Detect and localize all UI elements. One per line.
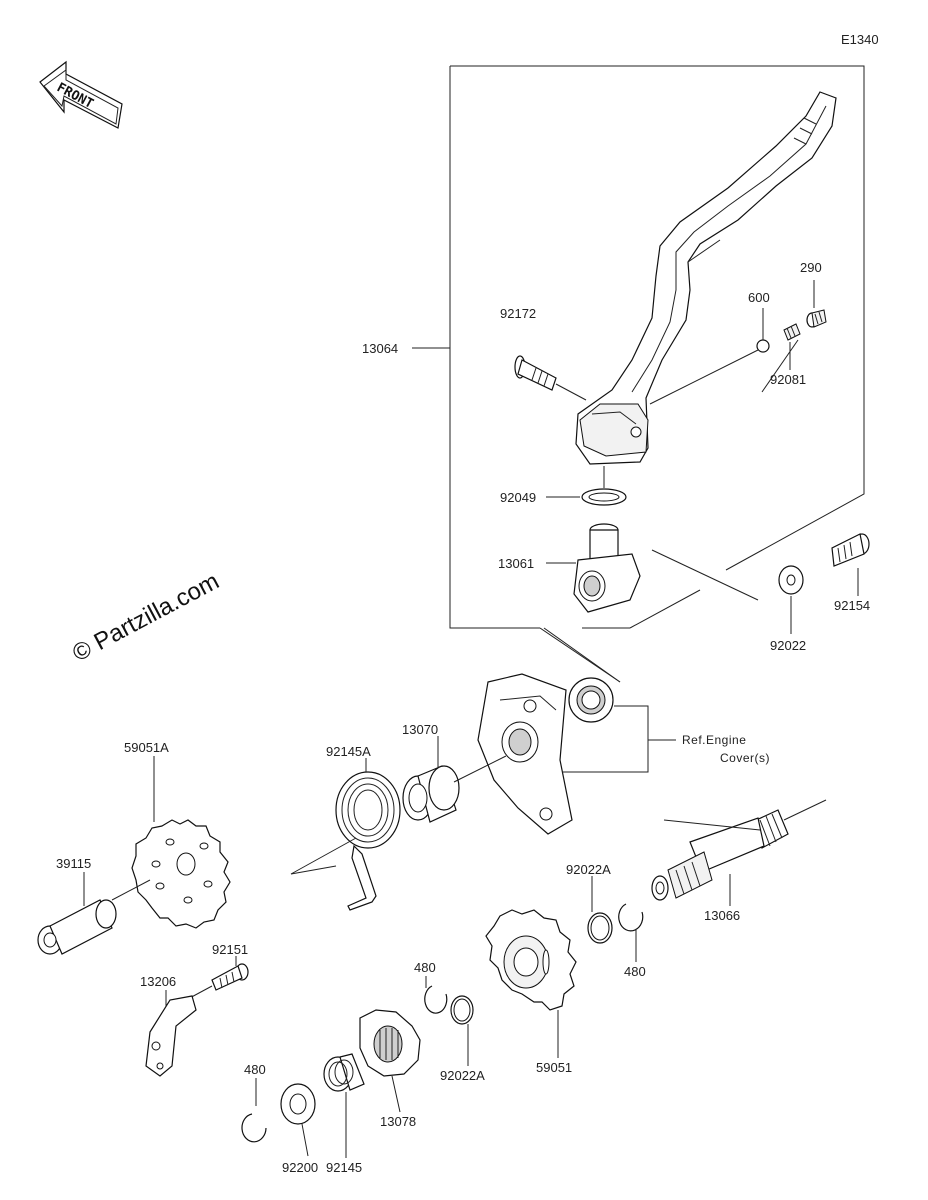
- ref-note-line2: Cover(s): [720, 751, 770, 765]
- label-59051: 59051: [536, 1060, 572, 1075]
- label-92200: 92200: [282, 1160, 318, 1175]
- ball-600: [649, 308, 770, 405]
- watermark: © Partzilla.com: [68, 568, 223, 668]
- ref-note-line1: Ref.Engine: [682, 733, 746, 747]
- label-92081: 92081: [770, 372, 806, 387]
- label-13078: 13078: [380, 1114, 416, 1129]
- label-92154: 92154: [834, 598, 870, 613]
- kick-shaft-13066: [651, 799, 827, 901]
- label-600: 600: [748, 290, 770, 305]
- washer-92022A-mid: [450, 995, 474, 1025]
- label-92151: 92151: [212, 942, 248, 957]
- seal-92049: [581, 466, 627, 506]
- circlip-480-mid: [424, 985, 448, 1014]
- bolt-92172: [514, 355, 587, 401]
- pin-39115: [37, 879, 151, 955]
- label-13066: 13066: [704, 908, 740, 923]
- label-480-left: 480: [244, 1062, 266, 1077]
- kick-shaft-holder-13061: [573, 523, 641, 613]
- bolt-92154: [831, 533, 870, 567]
- engine-cover-piece: [477, 673, 573, 835]
- kick-spring-92145A: [335, 771, 401, 911]
- label-92145: 92145: [326, 1160, 362, 1175]
- assembly-frame: [449, 65, 865, 683]
- label-13070: 13070: [402, 722, 438, 737]
- washer-92022: [778, 565, 804, 595]
- label-92049: 92049: [500, 490, 536, 505]
- ratchet-13078: [359, 1009, 421, 1077]
- label-13064: 13064: [362, 341, 398, 356]
- part-labels: 13064 92172 600 290 92081 92049 13061 92…: [56, 260, 870, 1175]
- bushing-13070: [402, 755, 507, 823]
- guide-13206: [145, 995, 197, 1077]
- leader-lines: [83, 280, 859, 1158]
- label-480-mid: 480: [414, 960, 436, 975]
- circlip-480-right: [618, 903, 644, 932]
- front-direction-arrow-icon: FRONT: [39, 60, 123, 129]
- label-92145A: 92145A: [326, 744, 371, 759]
- kick-gear-59051A: [131, 819, 231, 929]
- label-13061: 13061: [498, 556, 534, 571]
- oil-seal-engine-cover: [568, 677, 614, 723]
- label-92172: 92172: [500, 306, 536, 321]
- washer-92022A-top: [587, 912, 613, 944]
- circlip-480-left: [241, 1113, 267, 1143]
- plug-290: [806, 309, 827, 328]
- spring-92081: [783, 323, 801, 341]
- label-480-right: 480: [624, 964, 646, 979]
- label-39115: 39115: [56, 856, 91, 871]
- bolt-92151: [185, 963, 249, 1001]
- washer-92200: [280, 1083, 316, 1125]
- kick-gear-59051: [485, 909, 577, 1011]
- diagram-code: E1340: [841, 32, 879, 47]
- label-92022A-top: 92022A: [566, 862, 611, 877]
- label-92022A-mid: 92022A: [440, 1068, 485, 1083]
- collar-92145: [323, 1053, 365, 1092]
- label-59051A: 59051A: [124, 740, 169, 755]
- label-13206: 13206: [140, 974, 176, 989]
- kick-pedal-lever: [575, 91, 837, 465]
- label-290: 290: [800, 260, 822, 275]
- label-92022: 92022: [770, 638, 806, 653]
